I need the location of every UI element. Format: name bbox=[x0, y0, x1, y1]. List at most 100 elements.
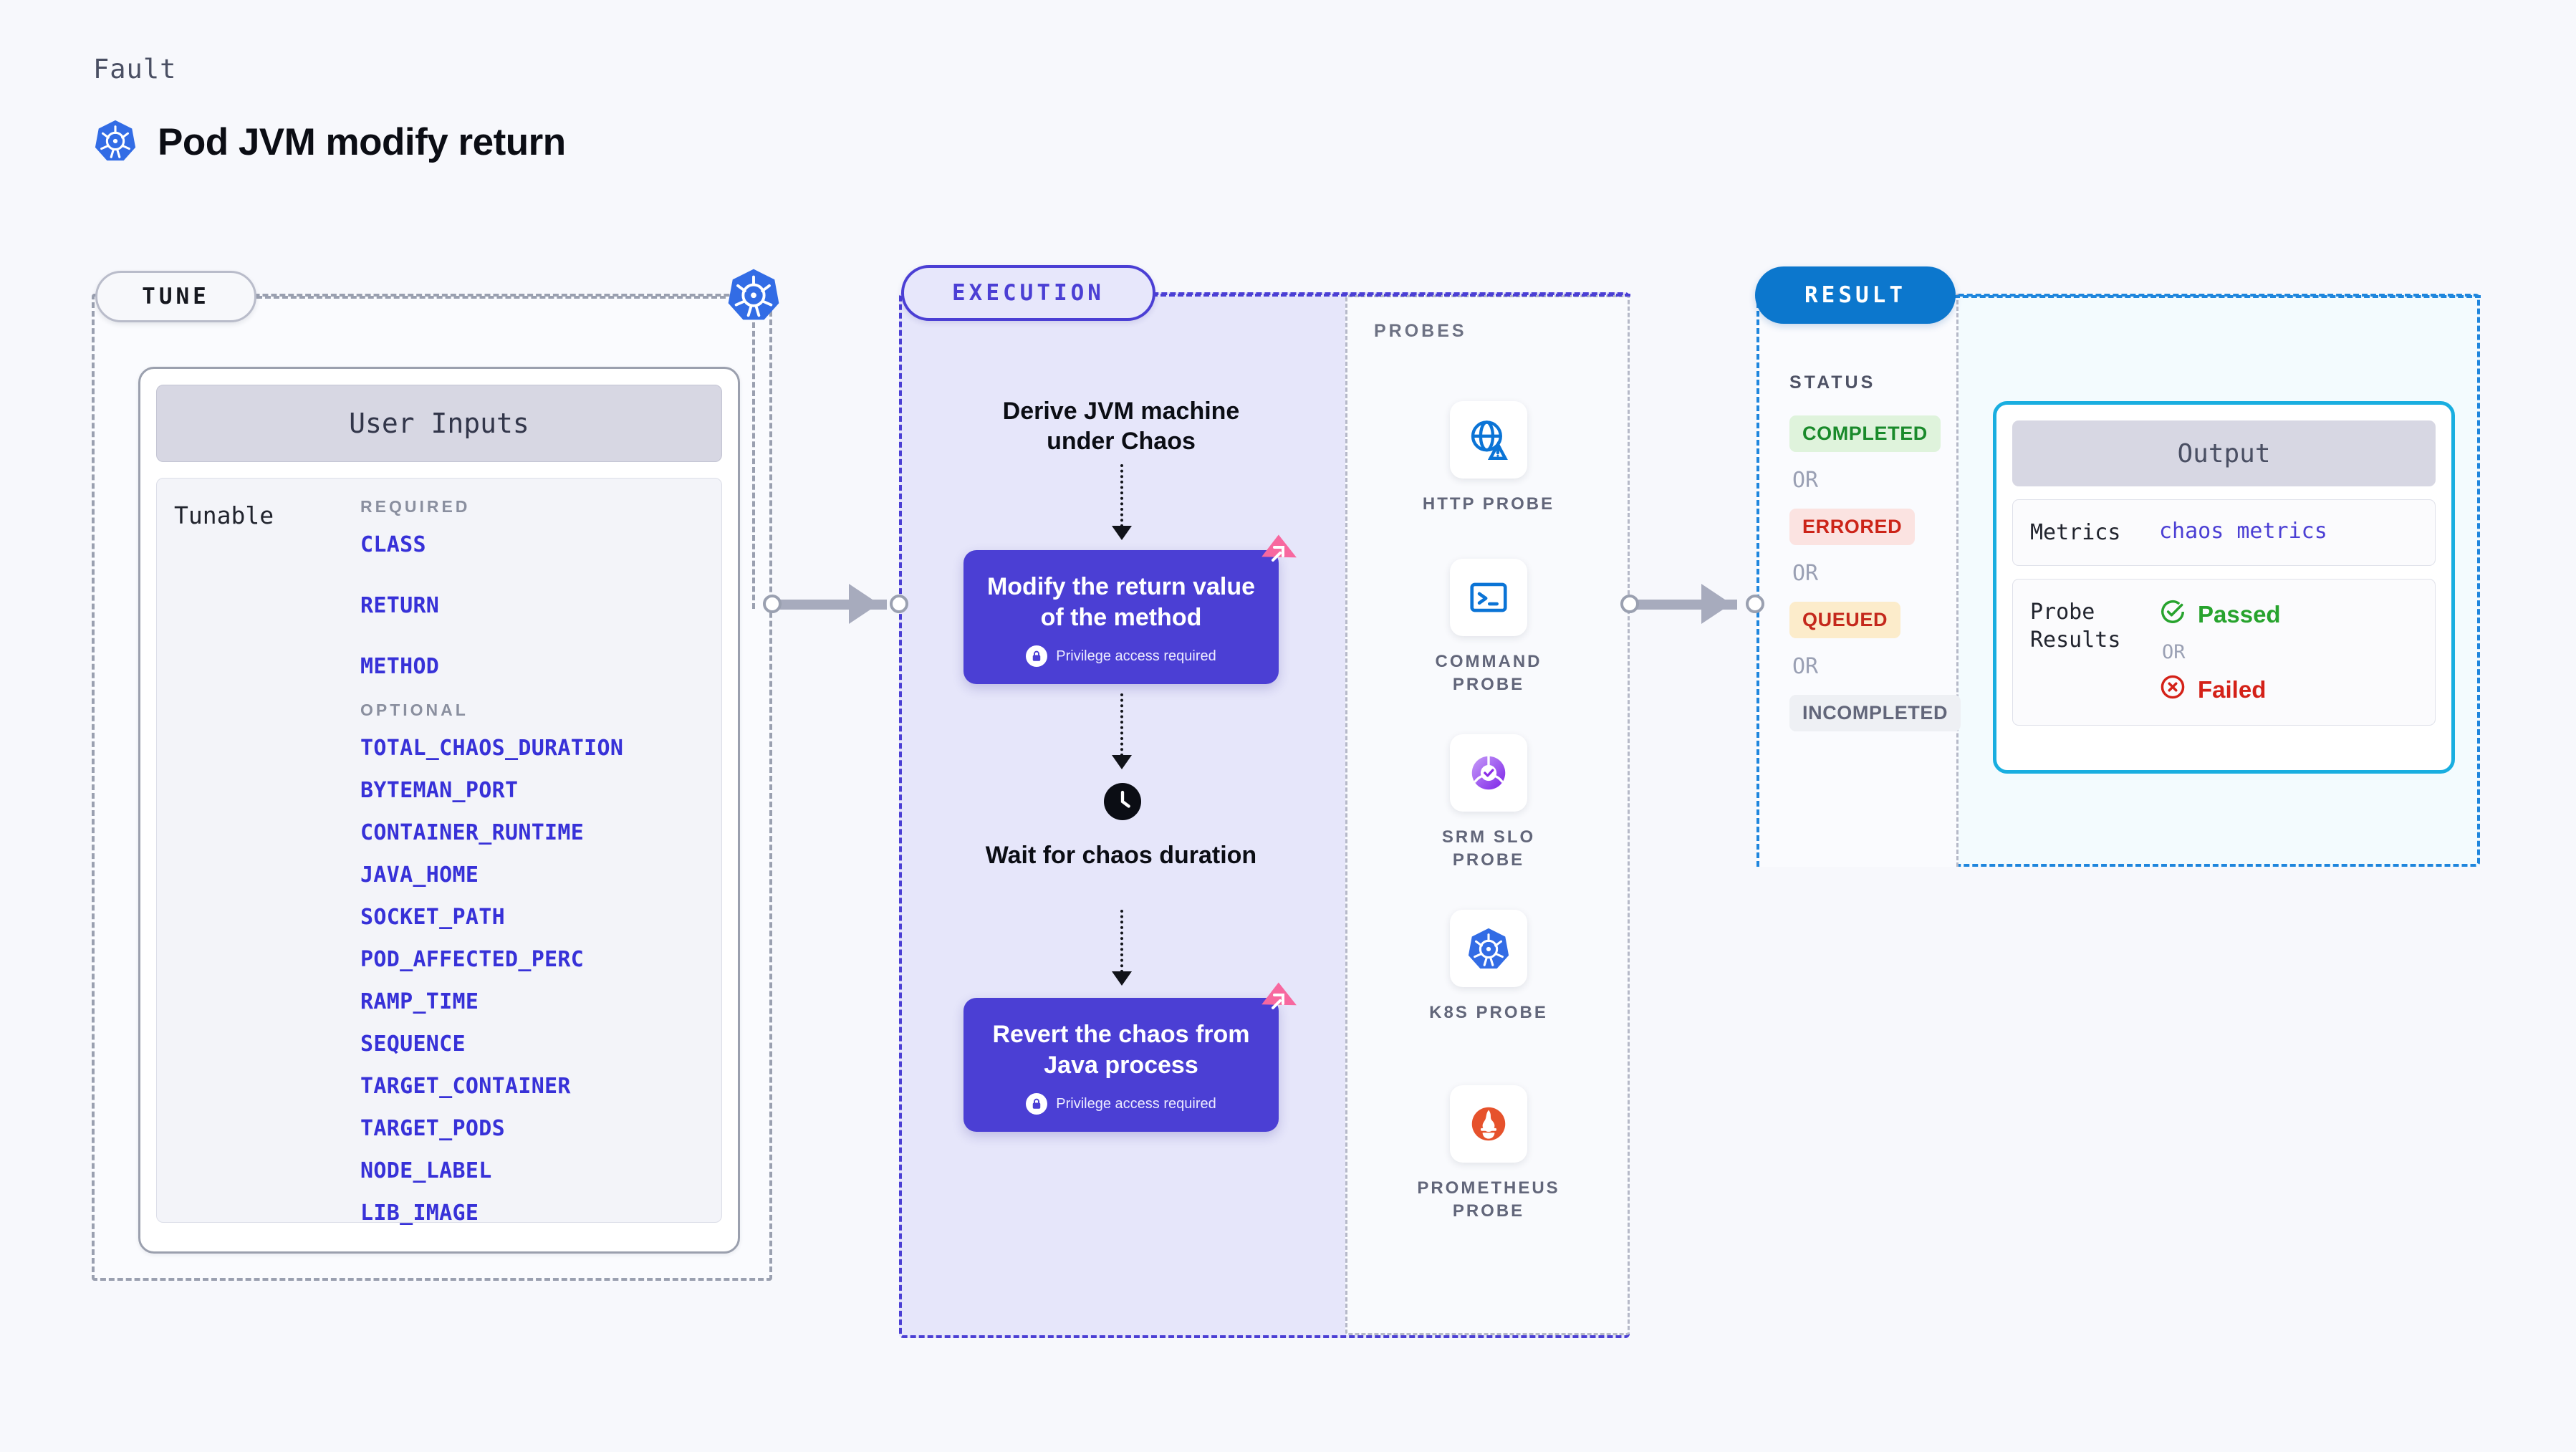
probe-item-command[interactable]: COMMAND PROBE bbox=[1417, 559, 1560, 697]
param-item[interactable]: LIB_IMAGE bbox=[360, 1201, 479, 1226]
param-item[interactable]: RAMP_TIME bbox=[360, 989, 479, 1014]
globe-warning-icon bbox=[1450, 401, 1527, 479]
probe-item-prometheus[interactable]: PROMETHEUS PROBE bbox=[1417, 1085, 1560, 1223]
tune-pill[interactable]: TUNE bbox=[95, 271, 256, 322]
tune-connector-stem bbox=[752, 322, 755, 609]
tunable-label: Tunable bbox=[174, 501, 274, 529]
status-badge: ERRORED bbox=[1789, 509, 1916, 545]
privilege-note: Privilege access required bbox=[979, 645, 1263, 667]
probe-result-or: OR bbox=[2162, 641, 2186, 663]
status-badge: COMPLETED bbox=[1789, 415, 1941, 452]
page-title-row: Pod JVM modify return bbox=[93, 118, 566, 166]
tune-output-node bbox=[763, 595, 782, 613]
result-pill[interactable]: RESULT bbox=[1755, 266, 1956, 324]
terminal-icon bbox=[1450, 559, 1527, 636]
status-badge: QUEUED bbox=[1789, 602, 1901, 638]
probe-label: COMMAND PROBE bbox=[1435, 652, 1542, 695]
privilege-note: Privilege access required bbox=[979, 1093, 1263, 1115]
gauge-check-icon bbox=[1450, 734, 1527, 812]
probe-label: K8S PROBE bbox=[1429, 1003, 1548, 1022]
flow-arrow-3 bbox=[1120, 910, 1123, 973]
param-item[interactable]: POD_AFFECTED_PERC bbox=[360, 947, 585, 972]
execution-pill[interactable]: EXECUTION bbox=[901, 265, 1155, 321]
probe-results-values: Passed OR Failed bbox=[2159, 598, 2418, 706]
status-title: STATUS bbox=[1789, 372, 1876, 393]
execution-input-node bbox=[890, 595, 908, 613]
metrics-value[interactable]: chaos metrics bbox=[2159, 519, 2327, 544]
probe-label: PROMETHEUS PROBE bbox=[1417, 1178, 1560, 1221]
fault-kicker: Fault bbox=[93, 54, 177, 85]
status-list: COMPLETED OR ERRORED OR QUEUED OR INCOMP… bbox=[1789, 415, 1969, 731]
required-param-list: CLASS RETURN METHOD bbox=[360, 532, 707, 679]
execution-action-card[interactable]: Modify the return value of the method Pr… bbox=[963, 534, 1297, 684]
status-column bbox=[1756, 294, 1959, 867]
passed-label: Passed bbox=[2198, 601, 2281, 628]
probe-item-http[interactable]: HTTP PROBE bbox=[1417, 401, 1560, 516]
metrics-row: Metrics chaos metrics bbox=[2012, 499, 2436, 566]
execution-to-result-arrowhead bbox=[1701, 584, 1731, 624]
lock-icon bbox=[1026, 1093, 1048, 1115]
kubernetes-icon bbox=[93, 118, 138, 166]
probe-result-passed: Passed bbox=[2159, 598, 2418, 631]
ribbon-badge bbox=[1256, 532, 1300, 576]
x-circle-icon bbox=[2159, 673, 2186, 706]
required-group-label: REQUIRED bbox=[360, 497, 471, 516]
privilege-note-text: Privilege access required bbox=[1056, 1095, 1216, 1112]
probe-results-key: Probe Results bbox=[2030, 600, 2121, 653]
probe-item-srm-slo[interactable]: SRM SLO PROBE bbox=[1417, 734, 1560, 872]
kubernetes-icon bbox=[1450, 910, 1527, 987]
param-item[interactable]: RETURN bbox=[360, 593, 440, 618]
flow-arrowhead-3 bbox=[1112, 971, 1132, 986]
flow-arrowhead-2 bbox=[1112, 755, 1132, 769]
param-item[interactable]: TARGET_CONTAINER bbox=[360, 1074, 571, 1099]
param-item[interactable]: TOTAL_CHAOS_DURATION bbox=[360, 736, 624, 761]
execution-connector-line bbox=[1152, 294, 1630, 297]
param-item[interactable]: BYTEMAN_PORT bbox=[360, 778, 519, 803]
result-input-node bbox=[1746, 595, 1764, 613]
probe-result-failed: Failed bbox=[2159, 673, 2418, 706]
param-item[interactable]: TARGET_PODS bbox=[360, 1116, 505, 1141]
param-columns: REQUIRED CLASS RETURN METHOD OPTIONAL TO… bbox=[360, 497, 707, 1226]
metrics-key: Metrics bbox=[2030, 520, 2121, 545]
execution-step-text: Wait for chaos duration bbox=[985, 842, 1257, 869]
user-inputs-title: User Inputs bbox=[156, 385, 722, 462]
param-item[interactable]: SEQUENCE bbox=[360, 1032, 466, 1057]
kubernetes-icon bbox=[726, 266, 782, 322]
user-inputs-card: User Inputs Tunable REQUIRED CLASS RETUR… bbox=[138, 367, 740, 1254]
status-or: OR bbox=[1792, 654, 1819, 679]
tune-connector-line bbox=[256, 296, 726, 299]
page-title: Pod JVM modify return bbox=[158, 121, 566, 163]
status-badge: INCOMPLETED bbox=[1789, 695, 1961, 731]
probe-label: HTTP PROBE bbox=[1422, 494, 1555, 514]
flow-arrowhead-1 bbox=[1112, 526, 1132, 540]
lock-icon bbox=[1026, 645, 1048, 667]
failed-label: Failed bbox=[2198, 676, 2267, 703]
execution-card-title: Modify the return value of the method bbox=[986, 573, 1256, 631]
execution-step-text: Derive JVM machine under Chaos bbox=[1002, 398, 1240, 456]
flow-arrow-1 bbox=[1120, 464, 1123, 527]
param-item[interactable]: CLASS bbox=[360, 532, 426, 557]
optional-group-label: OPTIONAL bbox=[360, 701, 468, 719]
param-item[interactable]: METHOD bbox=[360, 654, 440, 679]
param-item[interactable]: SOCKET_PATH bbox=[360, 905, 505, 930]
param-item[interactable]: NODE_LABEL bbox=[360, 1158, 492, 1183]
execution-card-title: Revert the chaos from Java process bbox=[992, 1021, 1250, 1079]
output-title: Output bbox=[2012, 420, 2436, 486]
clock-icon bbox=[1104, 783, 1141, 820]
result-connector-line bbox=[1954, 295, 2481, 298]
status-or: OR bbox=[1792, 468, 1819, 493]
ribbon-badge bbox=[1256, 979, 1300, 1024]
execution-action-card[interactable]: Revert the chaos from Java process Privi… bbox=[963, 982, 1297, 1132]
probes-title: PROBES bbox=[1374, 321, 1467, 341]
param-item[interactable]: CONTAINER_RUNTIME bbox=[360, 820, 585, 845]
prometheus-flame-icon bbox=[1450, 1085, 1527, 1163]
output-card: Output Metrics chaos metrics Probe Resul… bbox=[1993, 401, 2455, 774]
probe-results-row: Probe Results Passed OR bbox=[2012, 579, 2436, 726]
param-item[interactable]: JAVA_HOME bbox=[360, 862, 479, 888]
tunable-section: Tunable REQUIRED CLASS RETURN METHOD OPT… bbox=[156, 478, 722, 1226]
check-circle-icon bbox=[2159, 598, 2186, 631]
status-or: OR bbox=[1792, 561, 1819, 586]
optional-param-list: TOTAL_CHAOS_DURATION BYTEMAN_PORT CONTAI… bbox=[360, 736, 707, 1226]
flow-arrow-2 bbox=[1120, 693, 1123, 756]
probe-item-k8s[interactable]: K8S PROBE bbox=[1417, 910, 1560, 1024]
